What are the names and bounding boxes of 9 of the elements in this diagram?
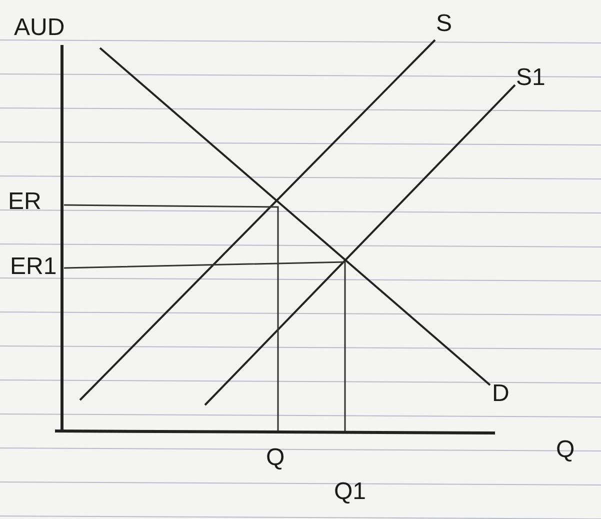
axis-label: S xyxy=(436,12,452,36)
axis-label: D xyxy=(492,382,510,406)
axis-label: ER1 xyxy=(10,255,57,279)
axis-label: ER xyxy=(8,190,42,214)
axis-label: AUD xyxy=(14,16,65,40)
axis-label: Q xyxy=(556,438,575,462)
axis-label: Q xyxy=(266,446,285,470)
axis-label: S1 xyxy=(516,66,546,90)
axis-label: Q1 xyxy=(334,480,366,504)
